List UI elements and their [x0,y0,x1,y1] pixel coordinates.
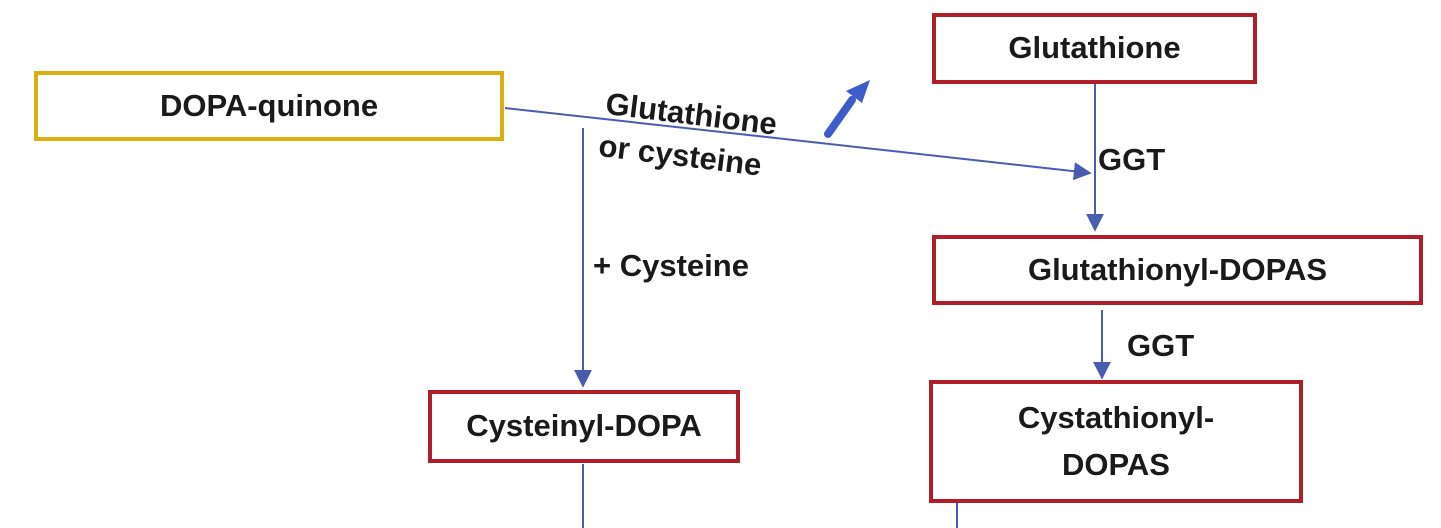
node-cystathionyl-dopas-label-line1: Cystathionyl- [1017,399,1215,435]
arrow-dopaquinone-to-ggt [504,107,1092,181]
node-glutathione: Glutathione [932,13,1257,84]
node-dopa-quinone: DOPA-quinone [34,71,504,141]
node-cysteinyl-dopa: Cysteinyl-DOPA [428,390,740,463]
node-cysteinyl-dopa-label: Cysteinyl-DOPA [466,408,702,444]
node-glutathione-label: Glutathione [1008,30,1181,66]
node-cystathionyl-dopas-label-line2: DOPAS [1062,446,1170,482]
bold-up-arrow-icon [824,80,870,138]
edge-label-plus-cysteine: + Cysteine [593,248,749,283]
node-glutathionyl-dopas: Glutathionyl-DOPAS [932,235,1423,305]
edge-label-ggt-upper: GGT [1098,142,1166,177]
node-dopa-quinone-label: DOPA-quinone [159,87,379,123]
node-cystathionyl-dopas: Cystathionyl- DOPAS [929,380,1303,503]
edge-label-ggt-lower: GGT [1127,328,1195,363]
node-glutathionyl-dopas-label: Glutathionyl-DOPAS [1027,251,1328,287]
